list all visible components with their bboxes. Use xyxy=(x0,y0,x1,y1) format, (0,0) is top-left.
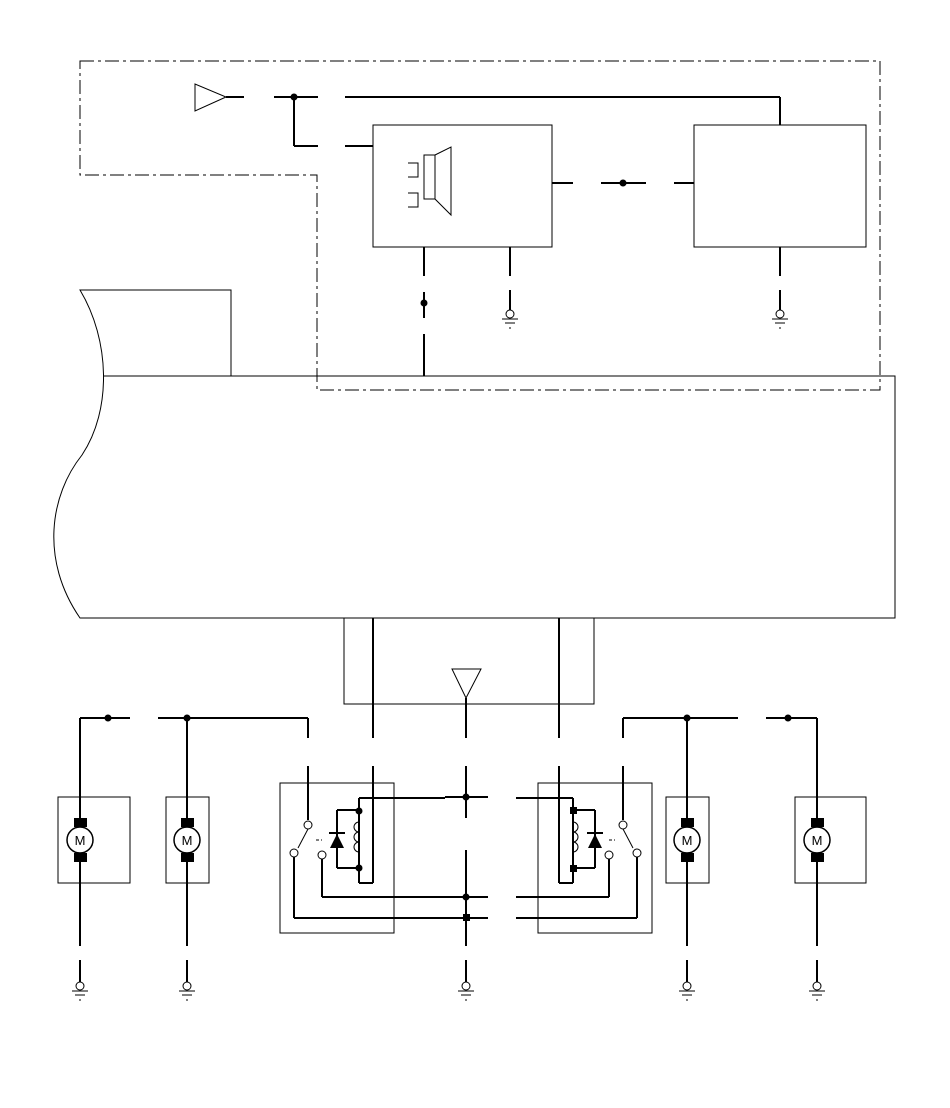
ground-icon xyxy=(808,975,826,1001)
motor-icon xyxy=(173,826,201,854)
speaker-icon xyxy=(408,146,452,217)
motor-icon xyxy=(803,826,831,854)
relay-left xyxy=(279,766,445,934)
motor-label: M xyxy=(812,833,823,848)
module-link-wire xyxy=(552,179,694,187)
ground-icon xyxy=(71,975,89,1001)
antenna-icon xyxy=(194,83,244,112)
motor-2: M xyxy=(165,718,210,946)
motor-label: M xyxy=(182,833,193,848)
main-harness-body xyxy=(53,289,896,619)
dash-dot-enclosure xyxy=(79,60,881,391)
audio-unit-box xyxy=(372,124,553,248)
ground-icon xyxy=(771,303,789,329)
motor-3: M xyxy=(665,718,710,946)
ground-icon xyxy=(178,975,196,1001)
ground-icon xyxy=(501,303,519,329)
module-lower-wiring xyxy=(420,247,781,376)
lower-connector-box xyxy=(343,617,595,705)
relay-right xyxy=(516,766,653,934)
bottom-ground-stems xyxy=(79,960,818,978)
motor-icon xyxy=(66,826,94,854)
control-module-box xyxy=(693,124,867,248)
motor-icon xyxy=(673,826,701,854)
center-splice-wiring xyxy=(445,766,488,946)
motor-4: M xyxy=(794,718,867,946)
ground-icon xyxy=(457,975,475,1001)
ground-icon xyxy=(678,975,696,1001)
motor-1: M xyxy=(57,718,131,946)
motor-top-wiring-right xyxy=(622,714,817,738)
upper-wiring xyxy=(274,93,781,147)
antenna-icon xyxy=(451,668,482,738)
motor-top-wiring-left xyxy=(80,714,309,738)
motor-label: M xyxy=(75,833,86,848)
motor-label: M xyxy=(682,833,693,848)
